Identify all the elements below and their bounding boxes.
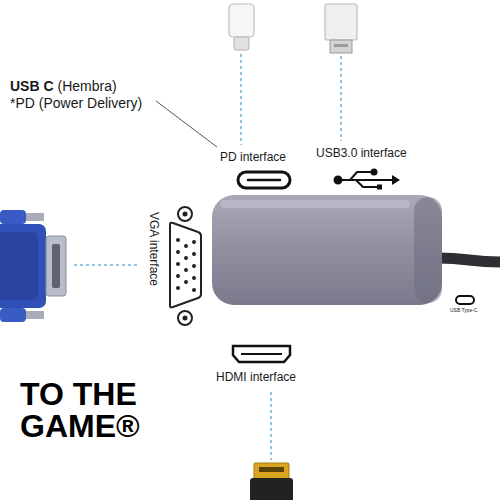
port-label: USB3.0 interface xyxy=(316,146,407,160)
callout-note: *PD (Power Delivery) xyxy=(10,95,142,112)
callout-note: (Hembra) xyxy=(58,78,117,95)
port-label: PD interface xyxy=(220,150,286,164)
leader-line xyxy=(156,101,217,147)
hdmi-plug xyxy=(250,463,293,500)
port-label: VGA interface xyxy=(147,212,161,286)
vga-port-symbol xyxy=(170,207,201,325)
pd-port-symbol xyxy=(238,172,290,188)
hdmi-port-symbol xyxy=(233,346,290,362)
vga-plug xyxy=(0,210,66,322)
usb-a-plug xyxy=(325,4,357,53)
usb-c-plug xyxy=(229,4,254,50)
port-label: HDMI interface xyxy=(216,370,296,384)
callout-title: USB C xyxy=(10,78,54,95)
brand-logo: TO THE GAME® xyxy=(20,378,140,442)
usb-symbol xyxy=(335,170,401,190)
icon-caption: USB Type-C xyxy=(450,307,478,313)
usb-c-icon xyxy=(456,296,474,304)
hub-body xyxy=(212,195,500,305)
